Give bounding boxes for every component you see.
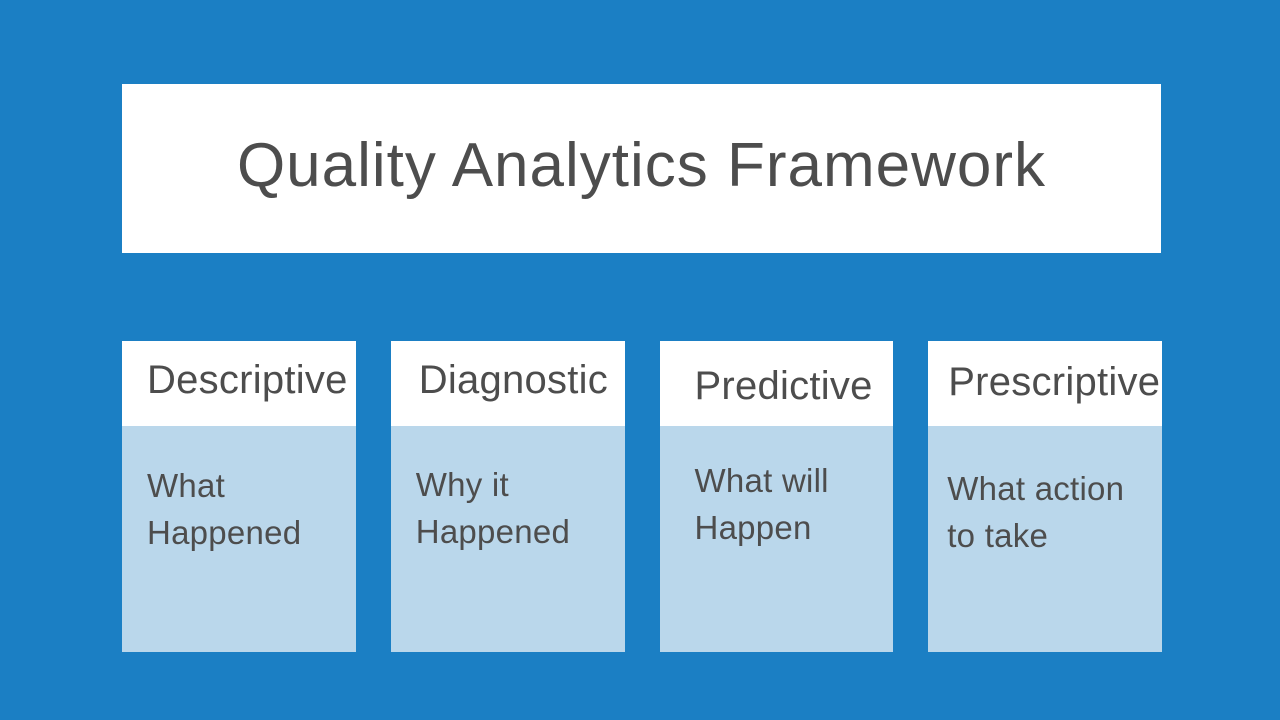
- column-body: Why it Happened: [390, 426, 625, 652]
- column-header: Descriptive: [122, 341, 356, 426]
- column-prescriptive: Prescriptive What action to take: [928, 341, 1162, 652]
- column-body-line: Happen: [694, 509, 812, 546]
- analytics-columns: Descriptive What Happened Diagnostic Why…: [122, 341, 1162, 652]
- column-header: Predictive: [659, 341, 894, 426]
- column-body-line: Happened: [147, 514, 302, 551]
- column-header-label: Predictive: [694, 364, 873, 408]
- column-body: What action to take: [928, 426, 1162, 652]
- column-body-line: What action: [947, 470, 1125, 507]
- column-body: What will Happen: [659, 426, 894, 652]
- column-body-line: to take: [947, 517, 1049, 554]
- column-header-label: Prescriptive: [948, 360, 1161, 404]
- column-body: What Happened: [122, 426, 356, 652]
- column-header: Prescriptive: [928, 341, 1162, 426]
- column-body-line: Happened: [415, 513, 571, 550]
- column-diagnostic: Diagnostic Why it Happened: [390, 341, 625, 652]
- column-header-label: Descriptive: [147, 358, 348, 402]
- column-body-line: What will: [694, 462, 829, 499]
- column-predictive: Predictive What will Happen: [659, 341, 894, 652]
- column-descriptive: Descriptive What Happened: [122, 341, 356, 652]
- title-card: Quality Analytics Framework: [122, 84, 1161, 253]
- column-body-line: What: [147, 467, 226, 504]
- slide-title: Quality Analytics Framework: [236, 131, 1047, 200]
- column-body-line: Why it: [415, 466, 509, 503]
- column-header: Diagnostic: [390, 341, 625, 426]
- column-header-label: Diagnostic: [418, 358, 609, 402]
